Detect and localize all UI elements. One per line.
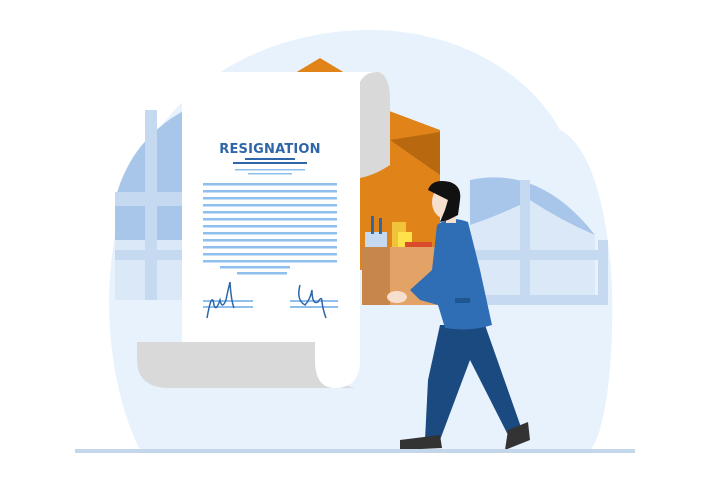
left-window bbox=[115, 110, 185, 300]
right-window bbox=[470, 177, 608, 305]
paper-curl-bottom bbox=[137, 342, 355, 388]
paper-curl-top bbox=[360, 72, 390, 178]
signature-left bbox=[206, 281, 235, 319]
ground-line bbox=[75, 449, 635, 453]
resignation-paper bbox=[182, 72, 375, 388]
subtitle-lines bbox=[233, 158, 307, 164]
man-walking bbox=[387, 181, 530, 450]
subtitle-small-lines bbox=[235, 169, 305, 175]
body-text-lines bbox=[203, 183, 337, 275]
signature-right bbox=[298, 284, 327, 319]
resignation-title: RESIGNATION bbox=[219, 142, 321, 157]
